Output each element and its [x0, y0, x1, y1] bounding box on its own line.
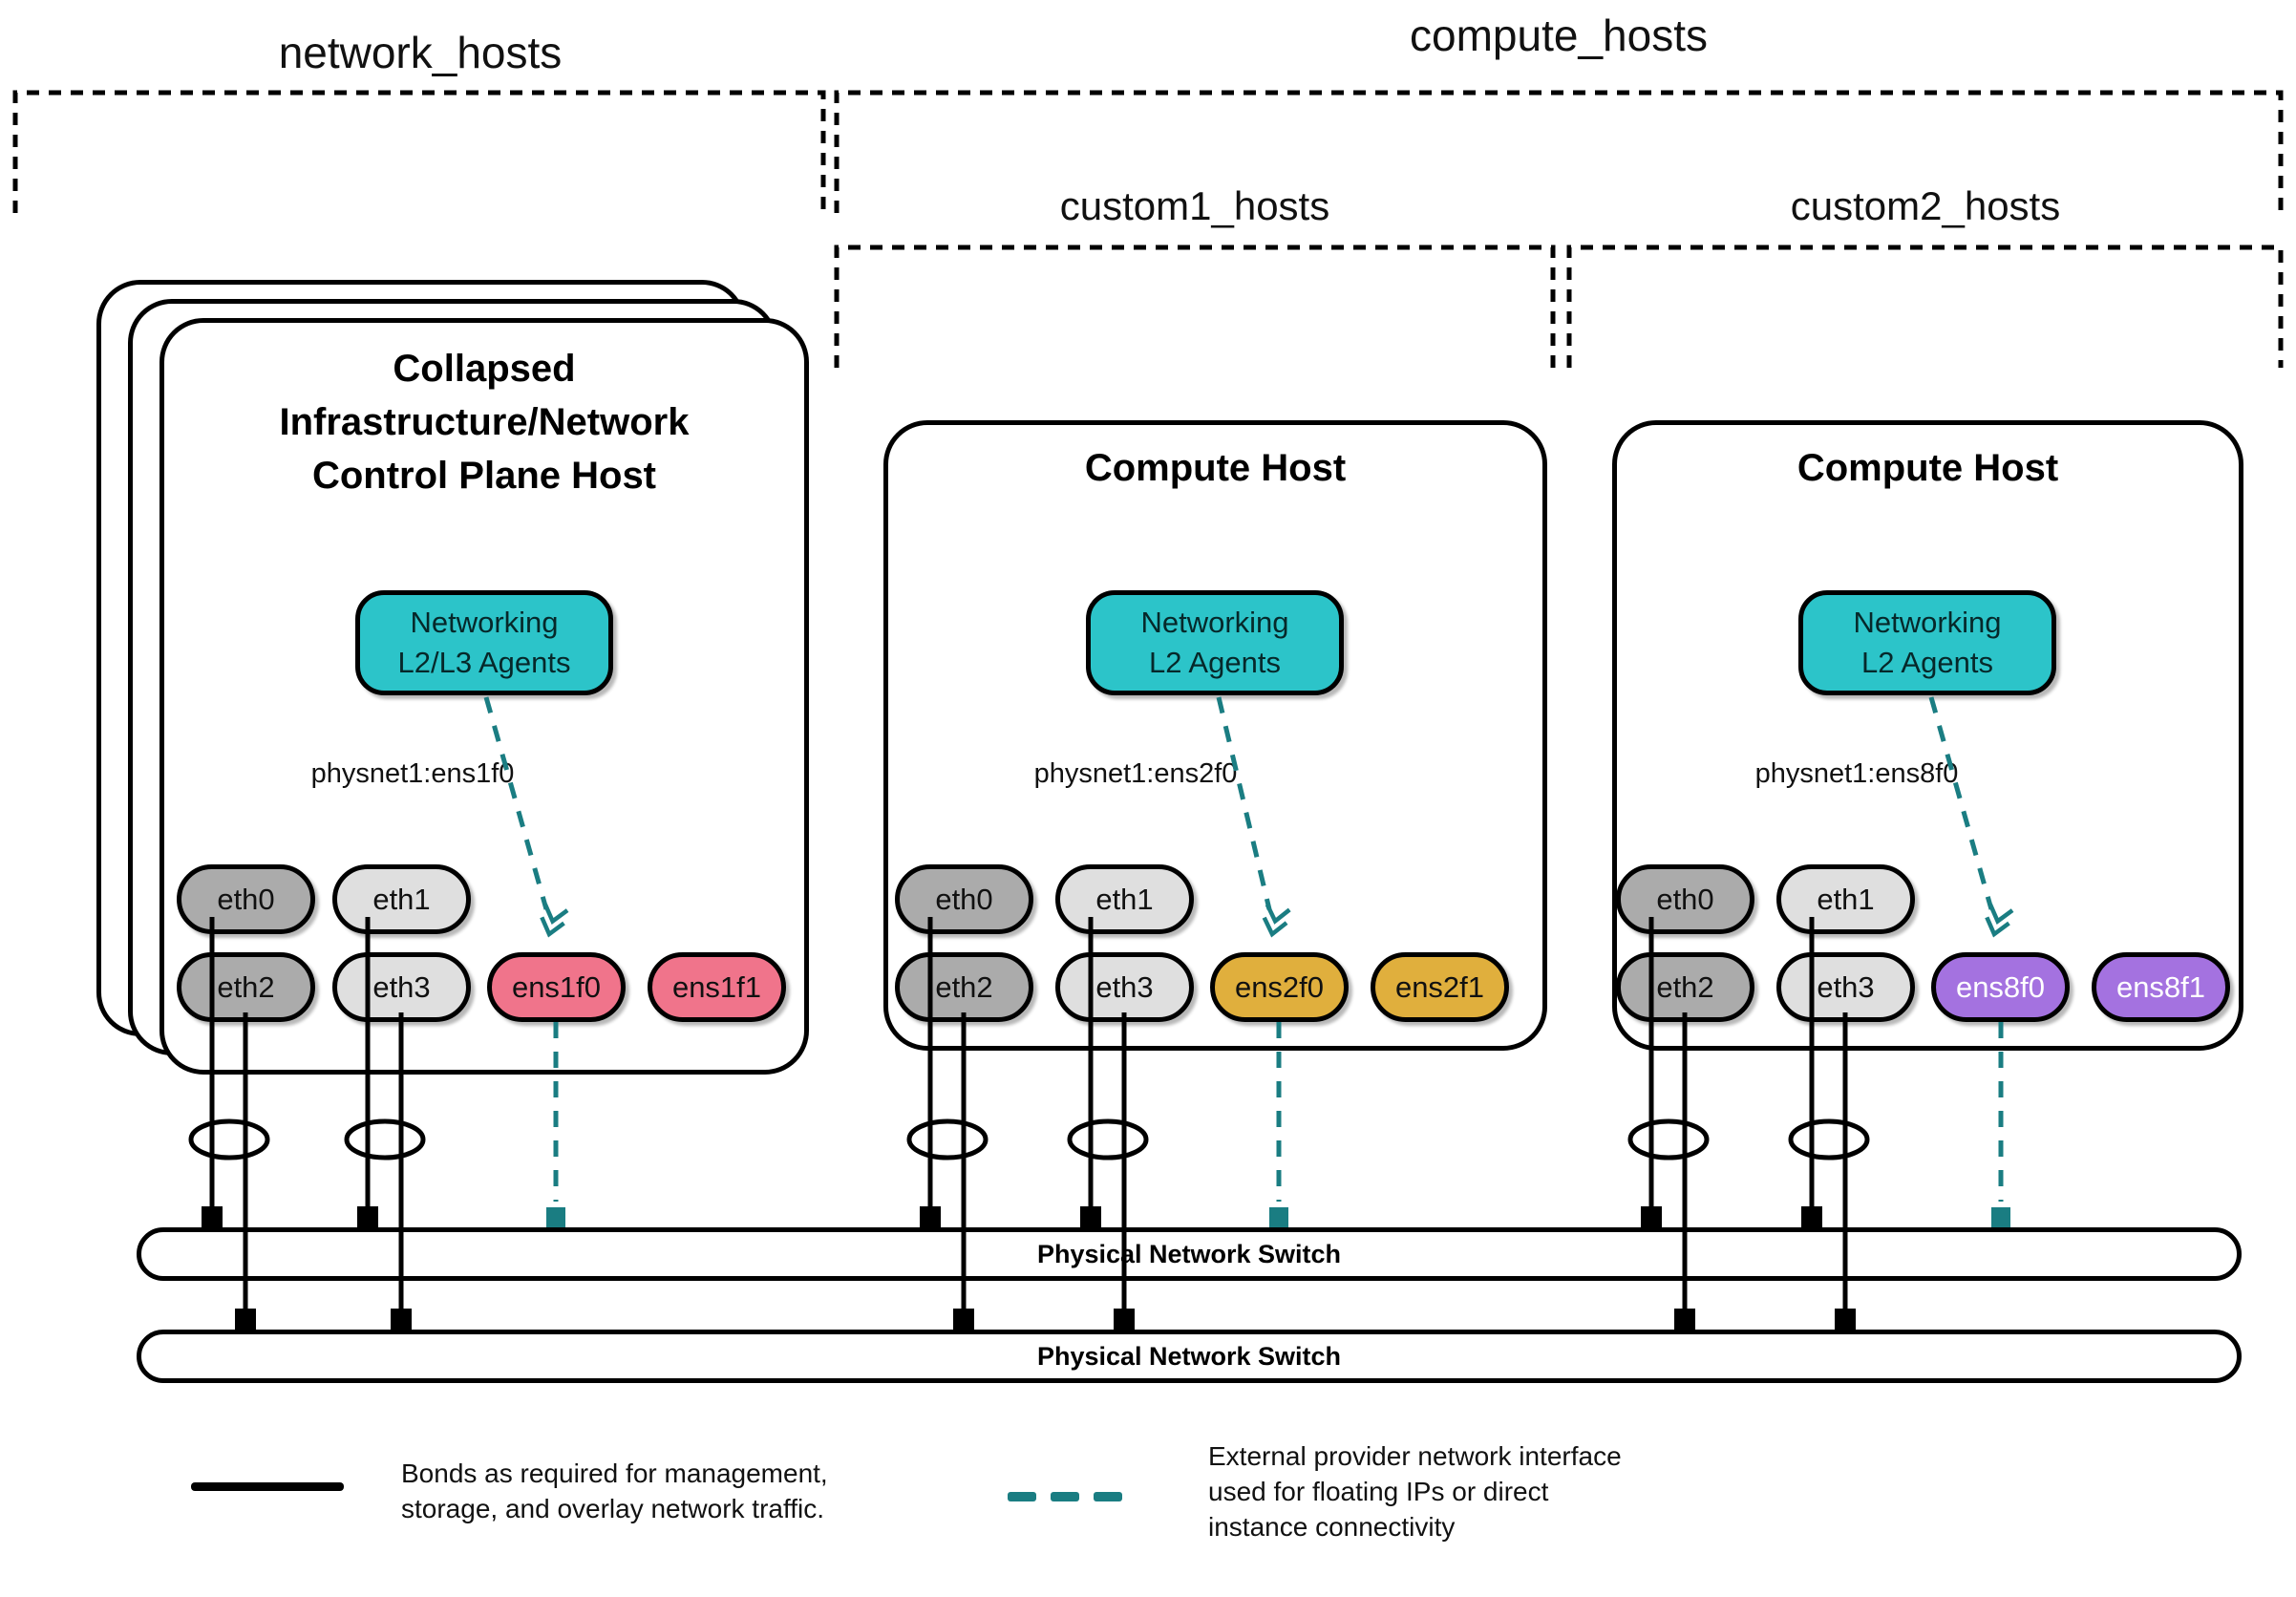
nic-eth2: eth2: [1616, 952, 1754, 1022]
legend-text-line: Bonds as required for management,: [401, 1459, 828, 1488]
legend-bond-text: Bonds as required for management, storag…: [401, 1456, 828, 1526]
host-title-compute-2: Compute Host: [1612, 441, 2243, 495]
switch-port-pad: [1080, 1206, 1101, 1227]
nic-eth0: eth0: [1616, 864, 1754, 934]
agent-box-l2-compute-1: Networking L2 Agents: [1086, 590, 1344, 695]
bond-ellipse: [1627, 1118, 1710, 1160]
provider-port-pad: [1269, 1207, 1288, 1227]
nic-eth3: eth3: [1776, 952, 1915, 1022]
physnet-label-ens1f0: physnet1:ens1f0: [310, 758, 515, 789]
legend-external-text: External provider network interface used…: [1208, 1438, 1622, 1544]
provider-port-pad: [546, 1207, 565, 1227]
provider-port-pad: [1991, 1207, 2010, 1227]
nic-ens2f0: ens2f0: [1210, 952, 1349, 1022]
bond-ellipse: [188, 1118, 270, 1160]
nic-eth2: eth2: [177, 952, 315, 1022]
agent-label-line: L2 Agents: [1149, 646, 1281, 679]
agent-label-line: Networking: [1853, 606, 2002, 639]
legend-text-line: storage, and overlay network traffic.: [401, 1494, 825, 1523]
bond-ellipse: [344, 1118, 426, 1160]
group-title-custom1-hosts: custom1_hosts: [1059, 183, 1330, 228]
host-title-line: Compute Host: [1084, 447, 1347, 489]
switch-port-pad: [1674, 1309, 1695, 1330]
physical-network-switch-1: Physical Network Switch: [137, 1227, 2242, 1281]
nic-eth2: eth2: [895, 952, 1033, 1022]
agent-box-l2-compute-2: Networking L2 Agents: [1798, 590, 2056, 695]
legend-external-dash-swatch: [1051, 1492, 1079, 1501]
group-title-compute-hosts: compute_hosts: [1410, 11, 1708, 60]
agent-box-l2-l3: Networking L2/L3 Agents: [355, 590, 613, 695]
physnet-label-ens2f0: physnet1:ens2f0: [1033, 758, 1238, 789]
legend-text-line: used for floating IPs or direct: [1208, 1477, 1549, 1506]
nic-ens2f1: ens2f1: [1371, 952, 1509, 1022]
nic-eth3: eth3: [1055, 952, 1194, 1022]
legend-external-dash-swatch: [1094, 1492, 1122, 1501]
bond-ellipse: [1067, 1118, 1149, 1160]
agent-label-line: Networking: [1140, 606, 1289, 639]
host-title-control-plane: Collapsed Infrastructure/Network Control…: [188, 342, 780, 502]
nic-eth3: eth3: [332, 952, 471, 1022]
legend-bond-line-swatch: [191, 1482, 344, 1491]
nic-eth1: eth1: [332, 864, 471, 934]
host-box-control-plane: [159, 318, 809, 1075]
bracket-network-hosts: [12, 90, 826, 213]
nic-eth0: eth0: [177, 864, 315, 934]
legend-text-line: instance connectivity: [1208, 1512, 1456, 1542]
nic-eth1: eth1: [1776, 864, 1915, 934]
bond-ellipse: [1788, 1118, 1870, 1160]
nic-eth1: eth1: [1055, 864, 1194, 934]
agent-label-line: L2/L3 Agents: [397, 646, 571, 679]
group-title-custom2-hosts: custom2_hosts: [1790, 183, 2061, 228]
switch-port-pad: [357, 1206, 378, 1227]
switch-port-pad: [202, 1206, 223, 1227]
nic-ens1f1: ens1f1: [648, 952, 786, 1022]
host-title-line: Control Plane Host: [311, 455, 657, 497]
bracket-custom2-hosts: [1566, 245, 2284, 368]
host-title-line: Compute Host: [1796, 447, 2059, 489]
physical-network-switch-2: Physical Network Switch: [137, 1330, 2242, 1383]
host-box-compute-2: [1612, 420, 2243, 1051]
agent-label-line: L2 Agents: [1861, 646, 1993, 679]
switch-port-pad: [235, 1309, 256, 1330]
agent-label-line: Networking: [410, 606, 559, 639]
legend-text-line: External provider network interface: [1208, 1441, 1622, 1471]
switch-port-pad: [1835, 1309, 1856, 1330]
bond-ellipse: [906, 1118, 989, 1160]
nic-ens8f0: ens8f0: [1931, 952, 2070, 1022]
switch-port-pad: [1801, 1206, 1822, 1227]
switch-port-pad: [1114, 1309, 1135, 1330]
nic-ens8f1: ens8f1: [2092, 952, 2230, 1022]
group-title-network-hosts: network_hosts: [278, 28, 563, 77]
bracket-custom1-hosts: [834, 245, 1556, 368]
host-title-line: Collapsed: [393, 348, 576, 390]
nic-ens1f0: ens1f0: [487, 952, 626, 1022]
switch-port-pad: [920, 1206, 941, 1227]
host-box-compute-1: [883, 420, 1547, 1051]
physnet-label-ens8f0: physnet1:ens8f0: [1754, 758, 1959, 789]
nic-eth0: eth0: [895, 864, 1033, 934]
legend-external-dash-swatch: [1008, 1492, 1036, 1501]
host-title-line: Infrastructure/Network: [279, 401, 690, 443]
switch-port-pad: [391, 1309, 412, 1330]
switch-port-pad: [953, 1309, 974, 1330]
host-title-compute-1: Compute Host: [883, 441, 1547, 495]
switch-port-pad: [1641, 1206, 1662, 1227]
